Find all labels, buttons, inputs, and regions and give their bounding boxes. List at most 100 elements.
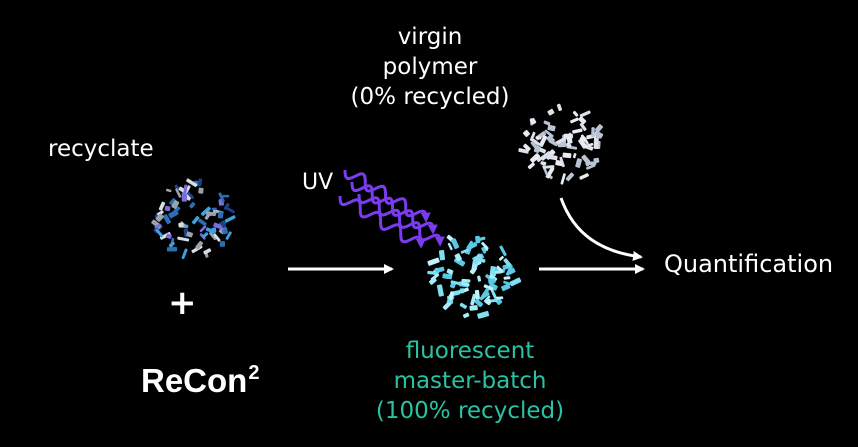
flake <box>459 302 468 309</box>
flake <box>202 232 209 238</box>
flake <box>219 241 226 247</box>
flake <box>579 110 591 118</box>
flake <box>224 215 236 223</box>
flake <box>438 249 446 261</box>
flake <box>503 280 512 286</box>
flake <box>154 223 162 229</box>
flake <box>475 235 481 244</box>
flake <box>579 122 587 131</box>
flake <box>165 233 172 239</box>
recon2-logo-text: ReCon2 <box>141 353 259 401</box>
flake <box>219 221 227 229</box>
flake <box>559 156 565 168</box>
flake <box>496 296 504 300</box>
flake <box>554 137 566 146</box>
flake <box>489 266 497 276</box>
flake <box>543 120 551 126</box>
flake <box>581 154 591 165</box>
flake <box>469 305 478 311</box>
flake <box>213 222 226 231</box>
flake <box>572 110 579 117</box>
flake <box>461 281 470 287</box>
flake <box>442 301 452 310</box>
flake <box>503 276 511 280</box>
brand-main: ReCon <box>141 362 248 399</box>
flake <box>579 135 587 143</box>
flake <box>428 277 437 285</box>
flake <box>505 264 513 276</box>
uv-wave <box>350 181 438 235</box>
flake <box>474 289 480 300</box>
flake <box>185 190 195 199</box>
flake <box>199 225 207 233</box>
flake <box>218 192 225 203</box>
uv-waves <box>338 169 445 249</box>
flake <box>450 280 461 286</box>
flake <box>530 117 537 125</box>
flake <box>556 103 563 111</box>
flake <box>217 211 224 219</box>
flake <box>164 205 171 212</box>
flake <box>548 139 558 147</box>
flake <box>544 129 554 138</box>
flake <box>169 198 177 206</box>
flake <box>186 178 198 188</box>
virgin-polymer-flakes <box>518 103 604 185</box>
flake <box>200 206 211 217</box>
flake <box>542 165 555 169</box>
flake <box>488 282 498 291</box>
flake <box>211 207 217 211</box>
flake <box>560 173 566 185</box>
fluorescent-masterbatch-label: fluorescent master-batch (100% recycled) <box>375 338 565 424</box>
flake <box>451 238 460 250</box>
flake <box>499 245 507 257</box>
flake <box>529 131 536 142</box>
flake <box>586 164 596 170</box>
flake <box>434 266 445 273</box>
brand-superscript: 2 <box>248 362 260 384</box>
flake <box>477 310 490 319</box>
flake <box>436 284 444 297</box>
flake <box>483 295 491 303</box>
flake <box>575 158 582 168</box>
uv-wave <box>343 169 431 223</box>
flake <box>523 143 531 152</box>
flake <box>594 124 604 133</box>
flake <box>175 188 182 198</box>
flake <box>461 278 471 283</box>
flake <box>448 291 455 300</box>
flake <box>222 194 230 198</box>
flake <box>446 268 454 275</box>
flake <box>209 231 217 241</box>
flake <box>460 248 469 254</box>
flake <box>531 138 540 146</box>
flake <box>565 172 575 182</box>
flake <box>203 248 212 255</box>
flake <box>481 247 487 254</box>
flake <box>477 275 482 282</box>
flake <box>474 298 484 308</box>
recyclate-flakes <box>151 178 236 260</box>
flake <box>591 127 595 138</box>
flake <box>197 178 203 187</box>
flake <box>454 253 462 262</box>
flake <box>191 215 200 225</box>
flake <box>472 253 483 265</box>
flake <box>166 247 178 252</box>
flake <box>578 116 587 125</box>
flake <box>481 241 489 250</box>
flake <box>158 201 166 211</box>
flake <box>223 202 230 210</box>
flake <box>459 288 465 294</box>
flake <box>535 136 542 140</box>
flake <box>157 210 164 216</box>
flake <box>498 255 504 261</box>
flake <box>501 283 511 292</box>
flake <box>427 257 440 266</box>
flake <box>540 151 552 161</box>
flake <box>518 148 529 154</box>
flake <box>509 277 522 287</box>
flake <box>189 202 196 209</box>
flake <box>483 284 494 291</box>
flake <box>225 231 232 240</box>
